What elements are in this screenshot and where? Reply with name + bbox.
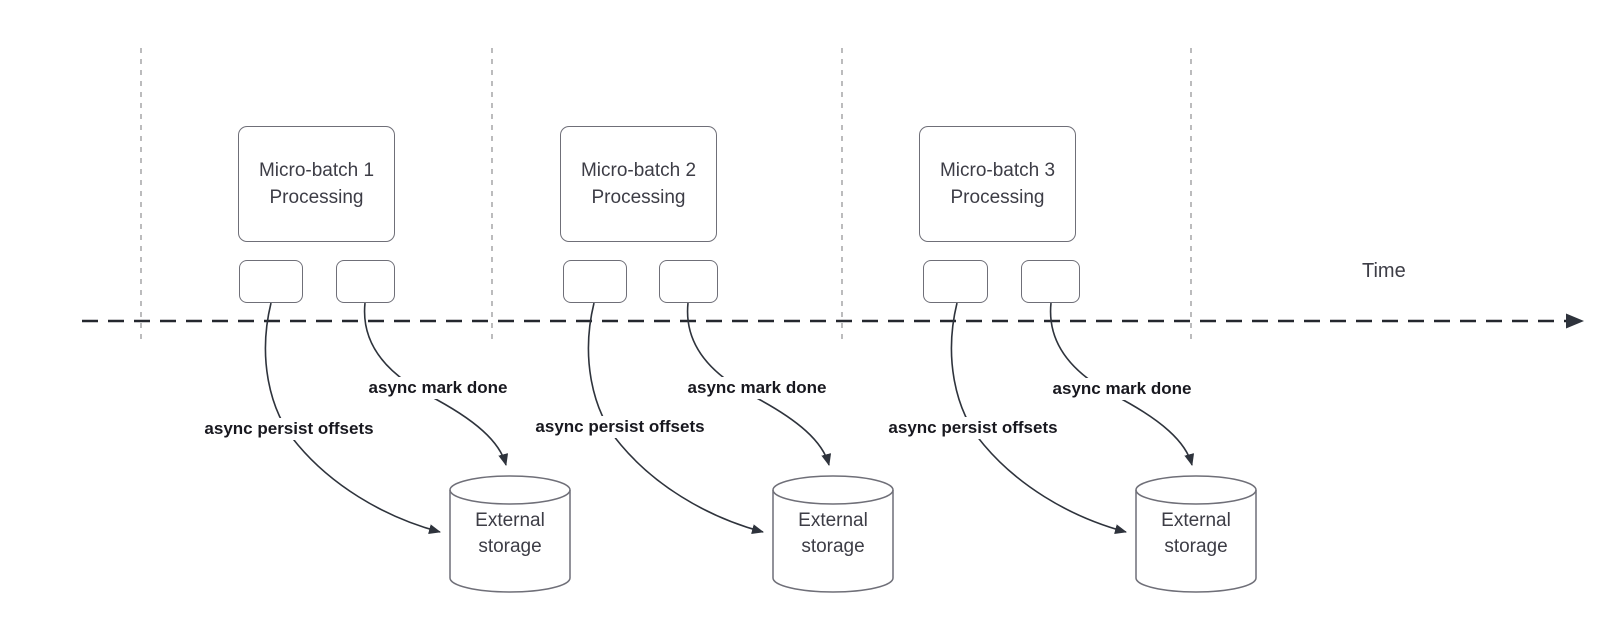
external-storage-cylinder-icon xyxy=(1135,475,1257,593)
batch-1-mark-done-label: async mark done xyxy=(365,377,511,399)
micro-batch-3-processing-box: Micro-batch 3 Processing xyxy=(919,126,1076,242)
batch-1-persist-offsets-label: async persist offsets xyxy=(201,418,377,440)
batch-3-commit-task-box xyxy=(1021,260,1080,303)
micro-batch-2-name: Micro-batch 2 xyxy=(580,160,697,181)
batch-1-flows xyxy=(264,302,571,593)
batch-1-commit-task-box xyxy=(336,260,395,303)
persist-offsets-arrow xyxy=(587,302,764,534)
batch-1-external-storage-label: External storage xyxy=(475,510,545,557)
cylinder-rim xyxy=(772,489,894,505)
persist-offsets-arrow xyxy=(264,302,441,534)
micro-batch-1-processing-box: Micro-batch 1 Processing xyxy=(238,126,395,242)
batch-3-external-storage-label: External storage xyxy=(1161,510,1231,557)
cylinder-rim xyxy=(1135,489,1257,505)
batch-3-persist-offsets-label: async persist offsets xyxy=(885,417,1061,439)
batch-2-flows xyxy=(587,302,894,593)
batch-3-offset-task-box xyxy=(923,260,988,303)
time-axis-arrowhead-icon xyxy=(1566,313,1584,329)
batch-2-persist-offsets-label: async persist offsets xyxy=(532,416,708,438)
persist-offsets-arrow xyxy=(950,302,1127,534)
external-storage-cylinder-icon xyxy=(772,475,894,593)
micro-batch-3-process: Processing xyxy=(950,187,1045,208)
external-storage-cylinder-icon xyxy=(449,475,571,593)
micro-batch-1-process: Processing xyxy=(269,187,364,208)
batch-2-external-storage-label: External storage xyxy=(798,510,868,557)
batch-2-mark-done-label: async mark done xyxy=(684,377,830,399)
micro-batch-1-name: Micro-batch 1 xyxy=(258,160,375,181)
micro-batch-2-process: Processing xyxy=(591,187,686,208)
micro-batch-2-processing-box: Micro-batch 2 Processing xyxy=(560,126,717,242)
batch-2-commit-task-box xyxy=(659,260,718,303)
cylinder-rim xyxy=(449,489,571,505)
batch-1-offset-task-box xyxy=(239,260,303,303)
micro-batch-3-name: Micro-batch 3 xyxy=(939,160,1056,181)
batch-3-mark-done-label: async mark done xyxy=(1049,378,1195,400)
time-axis-label: Time xyxy=(1362,260,1406,282)
batch-3-flows xyxy=(950,302,1257,593)
batch-2-offset-task-box xyxy=(563,260,627,303)
